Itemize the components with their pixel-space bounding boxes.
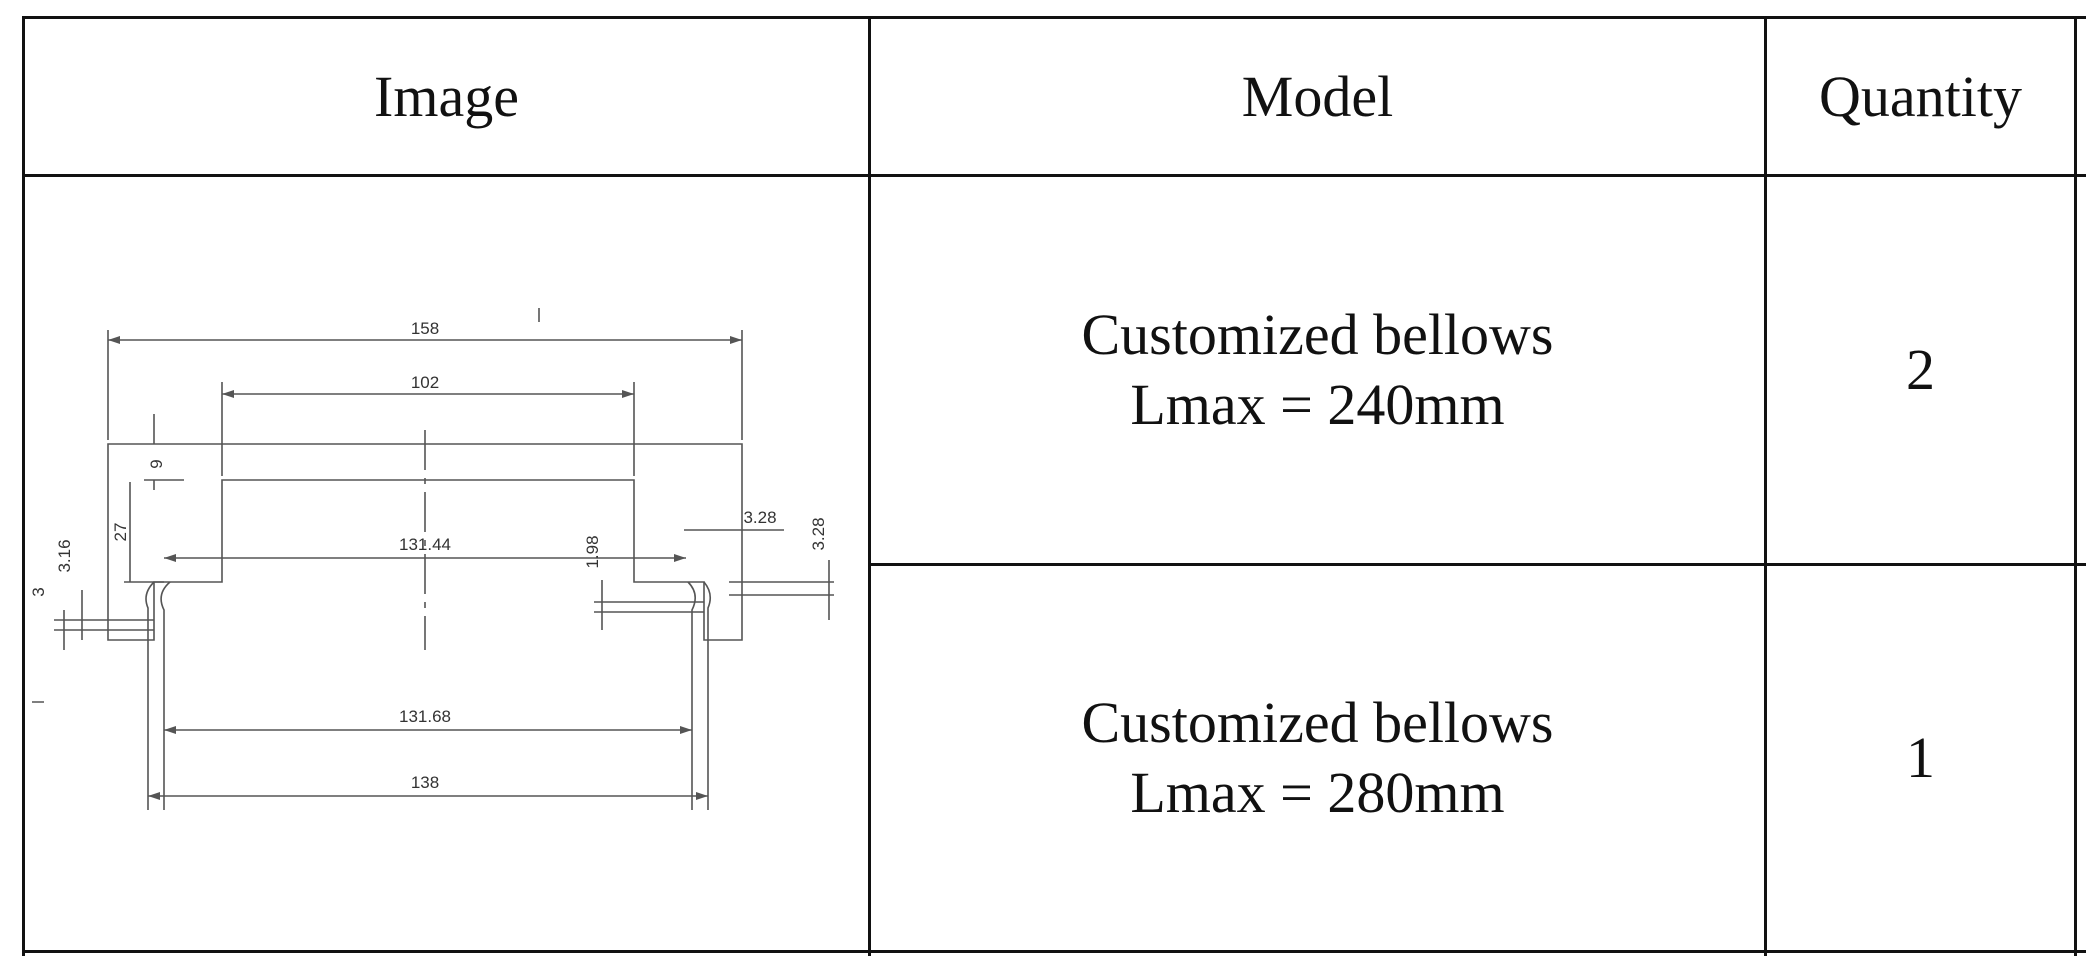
- row-divider: [868, 563, 2086, 566]
- row-2-model-line1: Customized bellows: [1081, 690, 1554, 755]
- dim-3-28-vertical: 3.28: [809, 517, 828, 550]
- row-1-quantity: 2: [1767, 177, 2074, 563]
- row-1-quantity-value: 2: [1906, 337, 1935, 402]
- header-model: Model: [871, 19, 1764, 174]
- bellows-table: Image Model Quantity Customized bellows …: [22, 16, 2086, 956]
- table-border-top: [22, 16, 2086, 19]
- header-divider: [22, 174, 2086, 177]
- header-quantity: Quantity: [1767, 19, 2074, 174]
- dim-3-28-horizontal: 3.28: [743, 508, 776, 527]
- row-1-model: Customized bellows Lmax = 240mm: [871, 177, 1764, 563]
- header-image-label: Image: [374, 63, 519, 129]
- dim-3-16: 3.16: [55, 539, 74, 572]
- dim-131-44: 131.44: [399, 535, 451, 554]
- row-1-model-line2: Lmax = 240mm: [1130, 372, 1505, 437]
- dim-138: 138: [411, 773, 439, 792]
- dim-131-68: 131.68: [399, 707, 451, 726]
- table-border-left: [22, 16, 25, 956]
- table-divider-model-quantity: [1764, 16, 1767, 956]
- bellows-technical-drawing: 158 102 9 27 3.16 3 131.44 1.98 3.28 3.2…: [29, 308, 834, 810]
- dim-1-98: 1.98: [583, 535, 602, 568]
- table-divider-image-model: [868, 16, 871, 956]
- row-2-quantity-value: 1: [1906, 725, 1935, 790]
- table-divider-quantity-next: [2074, 16, 2077, 956]
- row-2-quantity: 1: [1767, 566, 2074, 950]
- dim-102: 102: [411, 373, 439, 392]
- row-2-model: Customized bellows Lmax = 280mm: [871, 566, 1764, 950]
- dim-27: 27: [111, 523, 130, 542]
- neck-left: [145, 581, 171, 810]
- header-model-label: Model: [1241, 63, 1394, 129]
- table-border-bottom: [22, 950, 2086, 953]
- neck-right: [687, 581, 712, 810]
- dim-158: 158: [411, 319, 439, 338]
- header-image: Image: [25, 19, 868, 174]
- row-2-model-line2: Lmax = 280mm: [1130, 760, 1505, 825]
- dim-3: 3: [29, 587, 48, 596]
- header-quantity-label: Quantity: [1819, 63, 2022, 129]
- row-1-model-line1: Customized bellows: [1081, 302, 1554, 367]
- dim-9: 9: [147, 459, 166, 468]
